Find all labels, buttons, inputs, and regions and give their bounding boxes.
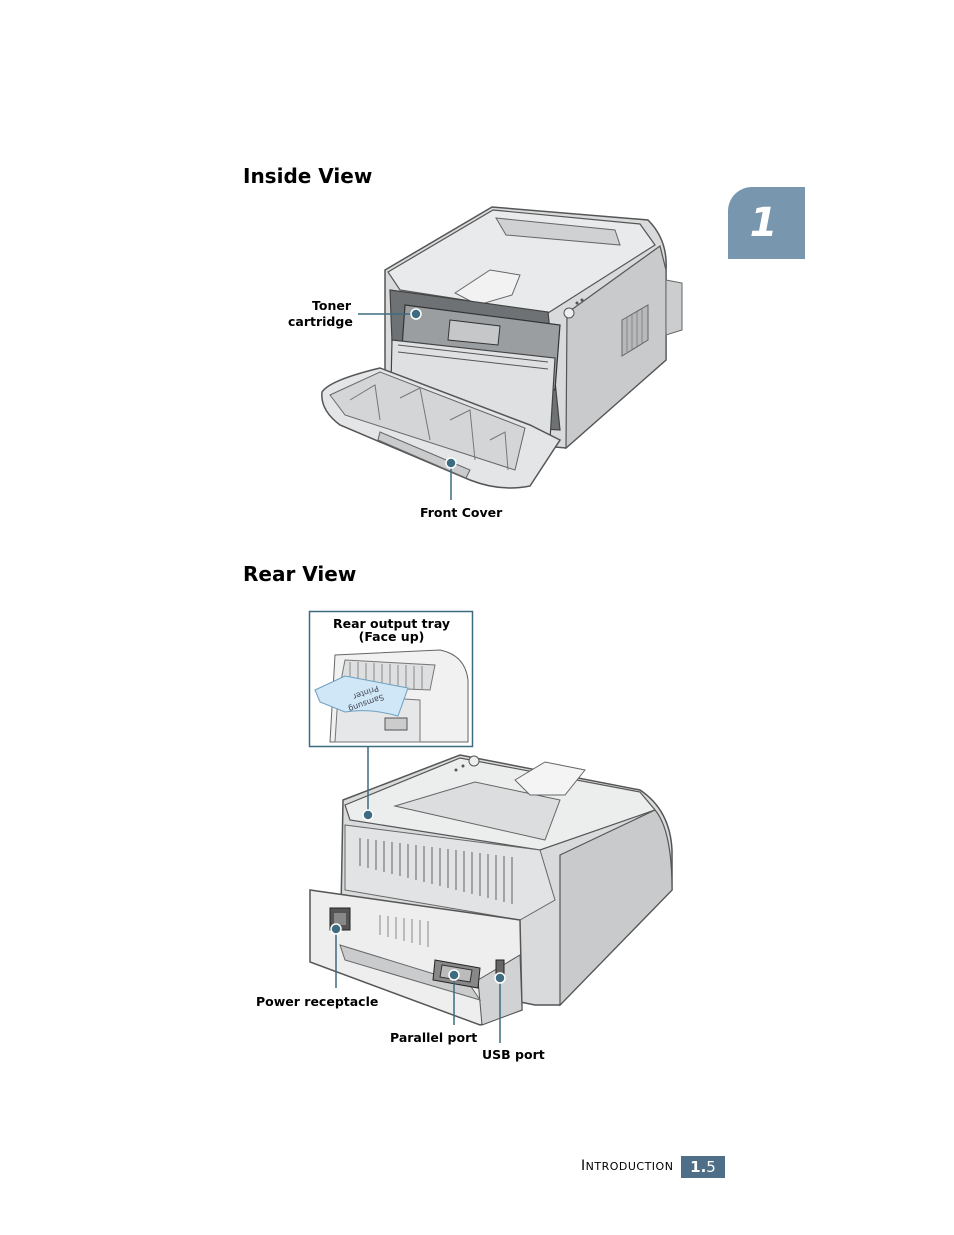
toner-callout-dot [410,308,422,320]
toner-label-line1: Toner [312,298,351,313]
page-number: 5 [706,1158,716,1176]
rear-tray-label-line1: Rear output tray [332,616,451,631]
front-cover-label: Front Cover [420,505,503,520]
inside-view-title: Inside View [243,164,373,188]
paper-sheet [314,675,409,717]
usb-port-shape [495,959,505,975]
parallel-callout-dot [448,969,460,981]
front-cover-callout-dot [445,457,457,469]
usb-port-label: USB port [482,1047,545,1062]
chapter-tab: 1 [728,187,805,259]
toner-cartridge-label: Toner cartridge [288,298,353,330]
usb-callout-dot [494,972,506,984]
inside-view-illustration [321,206,683,500]
rear-tray-label-line2: (Face up) [358,629,425,644]
footer-section-name: INTRODUCTION [581,1158,673,1174]
footer-section-rest: NTRODUCTION [585,1160,674,1173]
power-callout-dot [330,923,342,935]
page-number-box: 1.5 [681,1156,725,1178]
rear-view-title: Rear View [243,562,357,586]
footer-section-initial: I [581,1158,586,1174]
chapter-number: 1 [749,200,778,246]
rear-tray-label: Rear output tray (Face up) [310,617,473,643]
power-receptacle-label: Power receptacle [256,994,379,1009]
parallel-port-label: Parallel port [390,1030,478,1045]
page-chapter: 1. [690,1158,707,1176]
rear-view-illustration: Samsung Printer [308,610,673,1043]
rear-tray-callout-dot [362,809,374,821]
toner-label-line2: cartridge [288,314,353,329]
